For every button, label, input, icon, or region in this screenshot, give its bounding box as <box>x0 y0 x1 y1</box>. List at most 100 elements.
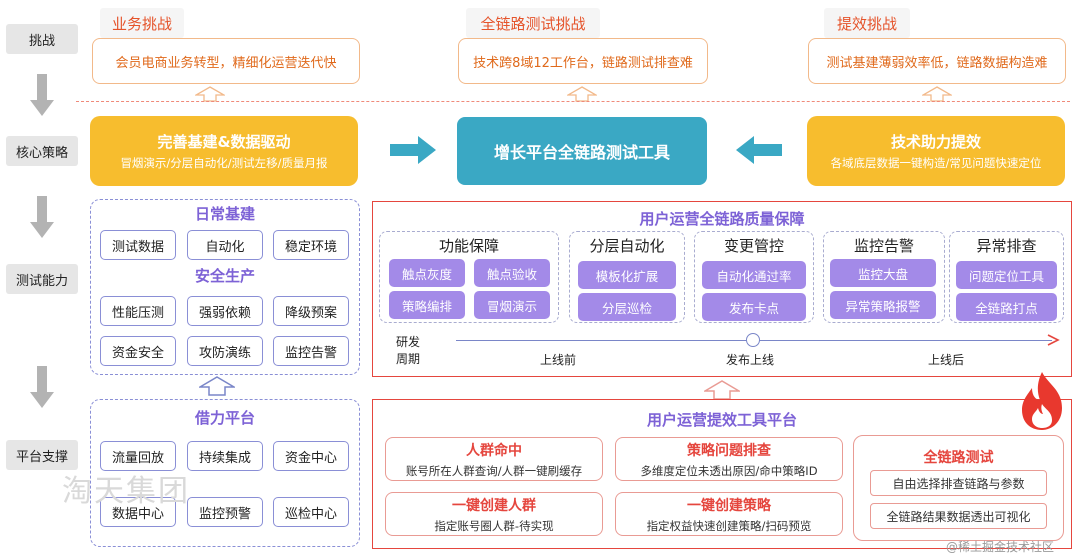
timeline-label-1: 研发 <box>396 335 421 349</box>
right-arrow-icon <box>390 136 436 164</box>
credit-text: @稀土掘金技术社区 <box>946 540 1055 554</box>
separator-line <box>76 101 1070 102</box>
left-arrow-icon <box>736 136 782 164</box>
strategy-right-title: 技术助力提效 <box>890 133 981 151</box>
timeline-after: 上线后 <box>928 353 965 367</box>
tools-panel <box>372 399 1072 549</box>
safety-item: 性能压测 <box>100 296 176 326</box>
row-label-platform: 平台支撑 <box>6 440 78 470</box>
fulllink-card <box>853 435 1064 541</box>
group-item: 全链路打点 <box>956 293 1057 321</box>
platform-item: 持续集成 <box>187 441 263 471</box>
fulllink-title: 全链路测试 <box>923 450 994 466</box>
up-arrow-icon <box>704 380 740 400</box>
challenge-title-fulllink: 全链路测试挑战 <box>466 8 600 38</box>
timeline-release: 发布上线 <box>726 353 775 367</box>
tool-sub: 账号所在人群查询/人群一键刷缓存 <box>405 463 583 478</box>
daily-item: 稳定环境 <box>273 230 349 260</box>
group-item: 自动化通过率 <box>702 261 806 289</box>
strategy-left: 完善基建&数据驱动 冒烟演示/分层自动化/测试左移/质量月报 <box>90 116 358 186</box>
row-label-strategy: 核心策略 <box>6 136 78 166</box>
group-item: 策略编排 <box>389 291 465 319</box>
challenge-title-business: 业务挑战 <box>100 8 184 38</box>
tool-card: 一键创建策略 指定权益快速创建策略/扫码预览 <box>615 492 843 536</box>
tool-card: 策略问题排查 多维度定位未透出原因/命中策略ID <box>615 437 843 481</box>
group-item: 模板化扩展 <box>578 261 676 289</box>
challenge-desc-efficiency: 测试基建薄弱效率低，链路数据构造难 <box>808 38 1066 84</box>
quality-group <box>379 231 559 323</box>
tool-title: 一键创建人群 <box>452 497 536 514</box>
release-marker <box>746 333 760 347</box>
strategy-center: 增长平台全链路测试工具 <box>457 117 707 185</box>
strategy-right-sub: 各域底层数据一键构造/常见问题快速定位 <box>830 156 1042 170</box>
up-arrow-icon <box>922 86 952 102</box>
challenge-title-efficiency: 提效挑战 <box>824 8 910 38</box>
group-item: 问题定位工具 <box>956 261 1057 289</box>
tools-title: 用户运营提效工具平台 <box>646 411 797 429</box>
group-title: 功能保障 <box>438 237 499 255</box>
down-arrow-icon <box>30 366 54 408</box>
fulllink-item: 全链路结果数据透出可视化 <box>870 503 1047 529</box>
platform-panel <box>90 399 360 547</box>
quality-title: 用户运营全链路质量保障 <box>639 210 805 228</box>
row-label-challenge: 挑战 <box>6 24 78 54</box>
group-item: 分层巡检 <box>578 293 676 321</box>
quality-group <box>823 231 945 323</box>
up-arrow-icon <box>195 86 225 102</box>
quality-group <box>949 231 1064 323</box>
platform-item: 监控预警 <box>187 497 263 527</box>
safety-item: 攻防演练 <box>187 336 263 366</box>
strategy-left-sub: 冒烟演示/分层自动化/测试左移/质量月报 <box>120 156 328 170</box>
daily-title: 日常基建 <box>194 205 255 223</box>
quality-panel <box>372 201 1072 377</box>
safety-item: 资金安全 <box>100 336 176 366</box>
row-label-capability: 测试能力 <box>6 264 78 294</box>
tool-card: 一键创建人群 指定账号圈人群-待实现 <box>385 492 603 536</box>
daily-item: 自动化 <box>187 230 263 260</box>
platform-item: 资金中心 <box>273 441 349 471</box>
group-item: 冒烟演示 <box>474 291 550 319</box>
platform-item: 巡检中心 <box>273 497 349 527</box>
group-item: 触点验收 <box>474 259 550 287</box>
platform-item: 流量回放 <box>100 441 176 471</box>
group-item: 监控大盘 <box>830 259 936 287</box>
group-item: 发布卡点 <box>702 293 806 321</box>
down-arrow-icon <box>30 196 54 238</box>
tool-sub: 多维度定位未透出原因/命中策略ID <box>640 463 818 478</box>
timeline-arrow-icon <box>1047 334 1060 346</box>
challenge-desc-business: 会员电商业务转型，精细化运营迭代快 <box>92 38 360 84</box>
down-arrow-icon <box>30 74 54 116</box>
platform-title: 借力平台 <box>194 409 255 427</box>
up-arrow-icon <box>199 376 235 396</box>
strategy-right: 技术助力提效 各域底层数据一键构造/常见问题快速定位 <box>807 116 1065 186</box>
group-title: 分层自动化 <box>589 237 665 255</box>
safety-item: 强弱依赖 <box>187 296 263 326</box>
fulllink-item: 自由选择排查链路与参数 <box>870 470 1047 496</box>
daily-item: 测试数据 <box>100 230 176 260</box>
platform-item: 数据中心 <box>100 497 176 527</box>
tool-card: 人群命中 账号所在人群查询/人群一键刷缓存 <box>385 437 603 481</box>
group-title: 监控告警 <box>853 237 914 255</box>
timeline-label-2: 周期 <box>396 352 421 366</box>
tool-sub: 指定账号圈人群-待实现 <box>434 518 554 533</box>
strategy-left-title: 完善基建&数据驱动 <box>157 133 291 151</box>
challenge-desc-fulllink: 技术跨8域12工作台，链路测试排查难 <box>458 38 708 84</box>
tool-sub: 指定权益快速创建策略/扫码预览 <box>646 518 812 533</box>
safety-title: 安全生产 <box>194 267 255 285</box>
quality-group <box>569 231 685 323</box>
daily-panel <box>90 199 360 375</box>
tool-title: 一键创建策略 <box>687 497 771 514</box>
quality-group <box>694 231 814 323</box>
group-title: 变更管控 <box>723 237 784 255</box>
tool-title: 人群命中 <box>466 442 522 459</box>
group-item: 异常策略报警 <box>830 291 936 319</box>
watermark: 淘天集团 <box>62 474 190 509</box>
safety-item: 监控告警 <box>273 336 349 366</box>
up-arrow-icon <box>567 86 597 102</box>
tool-title: 策略问题排查 <box>687 442 771 459</box>
flame-icon <box>1022 372 1062 430</box>
group-item: 触点灰度 <box>389 259 465 287</box>
timeline-before: 上线前 <box>540 353 577 367</box>
safety-item: 降级预案 <box>273 296 349 326</box>
group-title: 异常排查 <box>976 237 1037 255</box>
